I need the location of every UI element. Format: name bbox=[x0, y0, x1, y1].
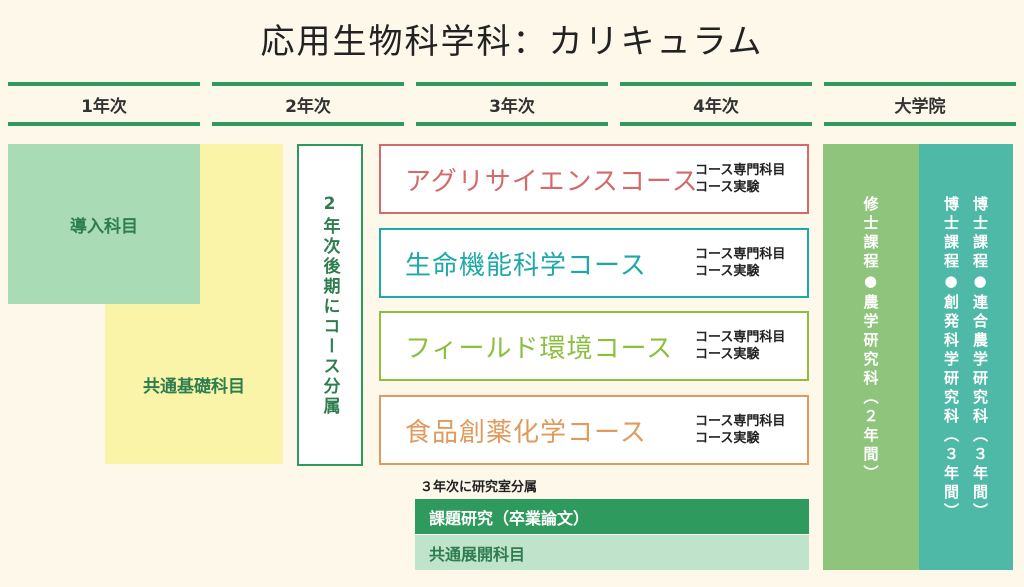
year-header-1: 1年次 bbox=[8, 82, 200, 126]
intro-subjects: 導入科目 bbox=[8, 144, 200, 304]
course-experiments: コース実験 bbox=[695, 431, 760, 446]
course-experiments: コース実験 bbox=[695, 180, 760, 195]
course-name: アグリサイエンスコース bbox=[405, 166, 699, 197]
doctor-label-1: 博士課程●創発科学研究科（３年間） bbox=[942, 196, 960, 522]
common-basic-upper bbox=[200, 144, 283, 304]
course-experiments: コース実験 bbox=[695, 264, 760, 279]
course-field-environment: フィールド環境コース コース専門科目コース実験 bbox=[379, 311, 809, 381]
course-name: 食品創薬化学コース bbox=[405, 417, 647, 448]
masters-label: 修士課程●農学研究科（２年間） bbox=[861, 196, 880, 484]
page-title: 応用生物科学科：カリキュラム bbox=[260, 22, 764, 62]
course-subjects: コース専門科目 bbox=[695, 163, 786, 178]
doctor-course: 博士課程●創発科学研究科（３年間） 博士課程●連合農学研究科（３年間） bbox=[919, 144, 1013, 570]
course-subjects: コース専門科目 bbox=[695, 330, 786, 345]
course-experiments: コース実験 bbox=[695, 347, 760, 362]
doctor-label-2: 博士課程●連合農学研究科（３年間） bbox=[971, 196, 989, 522]
course-branch-label: 2年次後期にコース分属 bbox=[319, 193, 340, 417]
course-subjects: コース専門科目 bbox=[695, 414, 786, 429]
common-development: 共通展開科目 bbox=[415, 535, 809, 570]
lab-assignment-note: ３年次に研究室分属 bbox=[420, 480, 538, 495]
year-header-4: 4年次 bbox=[620, 82, 812, 126]
year-header-3: 3年次 bbox=[416, 82, 608, 126]
year-header-graduate: 大学院 bbox=[824, 82, 1016, 126]
course-life-function: 生命機能科学コース コース専門科目コース実験 bbox=[379, 228, 809, 298]
year-header-2: 2年次 bbox=[212, 82, 404, 126]
course-agriscience: アグリサイエンスコース コース専門科目コース実験 bbox=[379, 144, 809, 214]
research-thesis: 課題研究（卒業論文） bbox=[415, 499, 809, 534]
masters-course: 修士課程●農学研究科（２年間） bbox=[823, 144, 919, 570]
common-basic-label: 共通基礎科目 bbox=[143, 376, 245, 397]
course-food-drug-chem: 食品創薬化学コース コース専門科目コース実験 bbox=[379, 395, 809, 465]
course-name: 生命機能科学コース bbox=[405, 250, 647, 281]
course-branch-box: 2年次後期にコース分属 bbox=[297, 144, 363, 466]
course-subjects: コース専門科目 bbox=[695, 247, 786, 262]
course-name: フィールド環境コース bbox=[405, 333, 674, 364]
